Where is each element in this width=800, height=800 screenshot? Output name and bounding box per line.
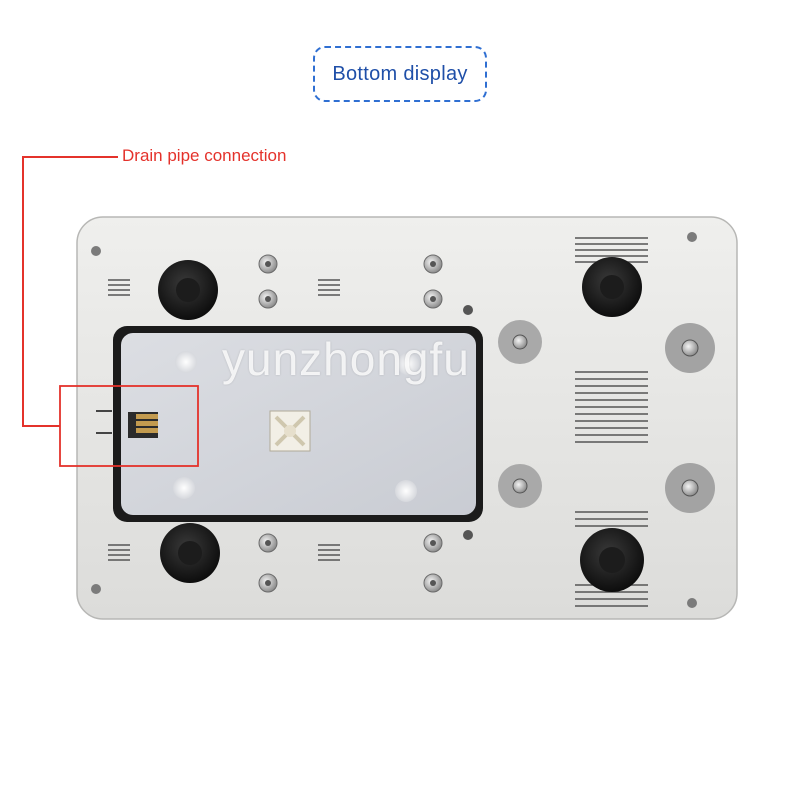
title-box: Bottom display bbox=[313, 46, 487, 102]
screw-pair-bottom-right bbox=[423, 533, 443, 593]
screw-pair-top-right bbox=[423, 254, 443, 309]
washer-right-top bbox=[665, 323, 715, 373]
watermark: yunzhongfu bbox=[222, 333, 470, 385]
vent-top-left bbox=[108, 279, 130, 296]
washer-mid-bottom bbox=[498, 464, 542, 508]
vent-grilles bbox=[108, 237, 648, 607]
leader-line-horizontal-top bbox=[22, 156, 118, 158]
vent-right-middle bbox=[575, 371, 648, 443]
leader-line-horizontal-bottom bbox=[22, 425, 60, 427]
vent-right-bottom bbox=[575, 511, 648, 607]
washer-right-bottom bbox=[665, 463, 715, 513]
foot-top-left bbox=[158, 260, 218, 320]
drain-highlight-box bbox=[59, 385, 199, 467]
hex-screws bbox=[258, 254, 473, 593]
washer-mid-top bbox=[498, 320, 542, 364]
page-title: Bottom display bbox=[332, 62, 468, 85]
leader-line-vertical bbox=[22, 156, 24, 426]
drain-tray bbox=[113, 326, 483, 522]
vent-right-top bbox=[575, 237, 648, 263]
foot-bottom-right bbox=[580, 528, 644, 592]
vent-bottom-mid bbox=[318, 544, 340, 561]
foot-top-right bbox=[582, 257, 642, 317]
vent-top-mid bbox=[318, 279, 340, 296]
drain-pipe-label: Drain pipe connection bbox=[122, 146, 287, 165]
center-drain-pad bbox=[269, 410, 311, 452]
mount-washers bbox=[498, 320, 715, 513]
screw-pair-top-left bbox=[258, 254, 278, 309]
drain-pipe-connector bbox=[96, 410, 158, 438]
foot-bottom-left bbox=[160, 523, 220, 583]
screw-pair-bottom-left bbox=[258, 533, 278, 593]
rubber-feet bbox=[158, 257, 644, 592]
vent-bottom-left bbox=[108, 544, 130, 561]
corner-screws bbox=[91, 232, 697, 608]
